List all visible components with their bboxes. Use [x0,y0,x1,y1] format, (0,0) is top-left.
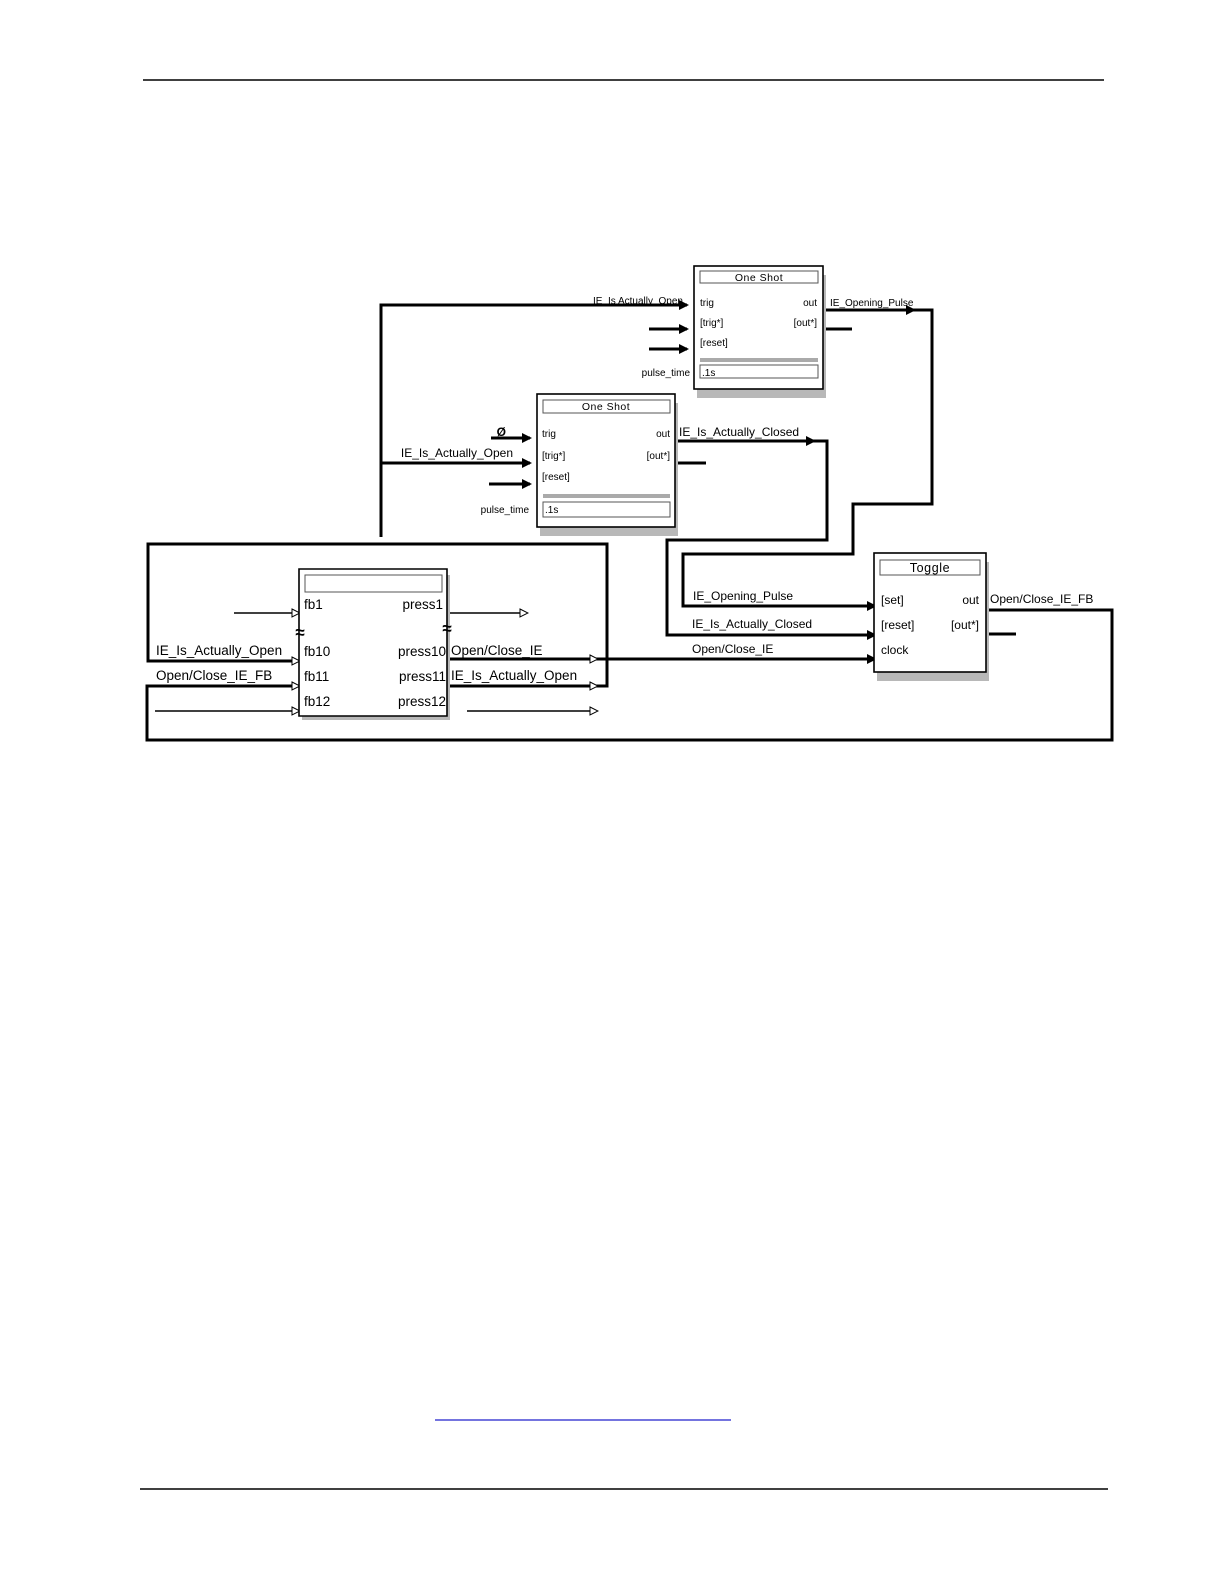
port-press12: press12 [398,694,446,709]
wire-ie-opening-pulse [681,305,934,611]
wire-label: Open/Close_IE_FB [990,592,1093,606]
wire-outer-frame [146,542,609,688]
break-mark-left: ≈ [295,623,304,642]
block-title-bar [699,270,819,284]
wire-label: Open/Close_IE [692,642,773,656]
port-out-inv: [out*] [951,618,979,632]
port-trig: trig [700,298,714,309]
wire-label: Open/Close_IE [451,643,543,658]
port-trig-inv: [trig*] [700,318,724,329]
wire-label: IE_Opening_Pulse [693,589,793,603]
toggle-block[interactable]: Toggle [set] [reset] clock out [out*] [873,552,989,681]
panel-title-field[interactable] [304,574,443,593]
panel-block[interactable]: fb1 fb10 fb11 fb12 press1 press10 press1… [295,568,452,720]
wire-label: IE_Is_Actually_Open [156,643,282,658]
param-field[interactable] [542,501,671,518]
port-out: out [962,593,979,607]
port-out-inv: [out*] [647,451,671,462]
port-fb1: fb1 [304,597,323,612]
port-set: [set] [881,593,904,607]
block-body[interactable] [298,568,448,717]
wire-label: IE_Is_Actually_Open [451,668,577,683]
port-trig-inv: [trig*] [542,451,566,462]
port-press1: press1 [402,597,443,612]
block-title: One Shot [582,401,630,413]
port-out: out [656,429,670,440]
port-press11: press11 [399,669,446,684]
wire-ie-is-actually-closed [665,436,877,640]
break-mark-right: ≈ [442,619,451,638]
one-shot-block-mid[interactable]: One Shot trig [trig*] [reset] out [out*]… [481,393,678,536]
param-value: .1s [545,505,558,516]
wire-open-close-ie-fb-loop [145,608,1114,742]
wire-fb10-fb11-arrows [285,661,299,686]
wire-label: IE_Is Actually_Open [593,296,683,307]
wire-label: IE_Is_Actually_Open [401,446,513,460]
port-out-inv: [out*] [794,318,818,329]
arrowhead [906,305,916,315]
wire-label: Open/Close_IE_FB [156,668,272,683]
port-fb11: fb11 [304,669,329,684]
block-title-bar [879,559,981,576]
wire-ie-is-actually-open-top [379,300,689,537]
arrowhead [806,436,816,446]
wire-label: IE_Opening_Pulse [830,298,914,309]
port-press10: press10 [398,644,446,659]
block-title: One Shot [735,272,783,284]
wire-label: IE_Is_Actually_Closed [692,617,812,631]
port-reset: [reset] [881,618,914,632]
block-title-bar [542,399,671,414]
port-fb12: fb12 [304,694,330,709]
wire-press-arrows [580,659,597,686]
param-label: pulse_time [642,368,691,379]
port-trig: trig [542,429,556,440]
port-clock: clock [881,643,909,657]
param-label: pulse_time [481,505,530,516]
param-value: .1s [702,368,715,379]
port-out: out [803,298,817,309]
block-title: Toggle [910,561,950,575]
port-reset: [reset] [700,338,728,349]
wire-label: IE_Is_Actually_Closed [679,425,799,439]
wire-label: Ø [497,425,506,439]
one-shot-block-top[interactable]: One Shot trig [trig*] [reset] out [out*]… [642,265,826,398]
port-fb10: fb10 [304,644,330,659]
param-field[interactable] [699,364,819,379]
port-reset: [reset] [542,472,570,483]
